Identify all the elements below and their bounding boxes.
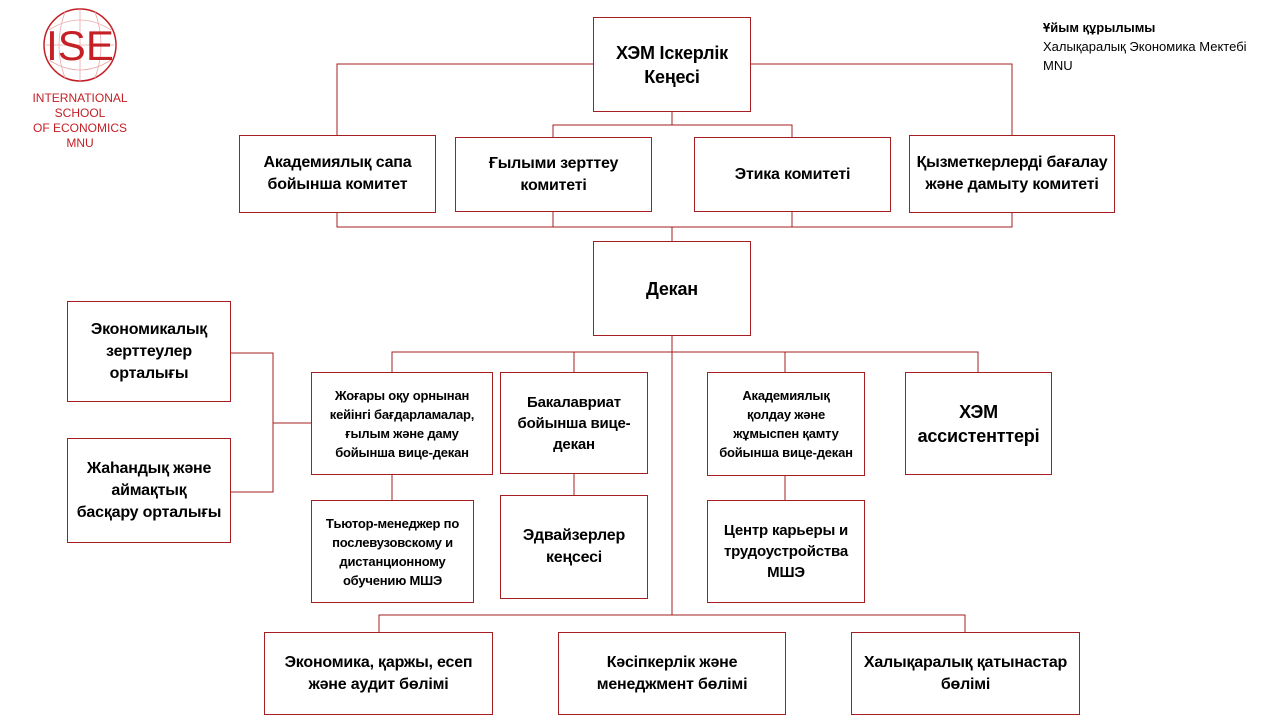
node-business-board: ХЭМ Іскерлік Кеңесі [593,17,751,112]
node-advisors-office: Эдвайзерлер кеңсесі [500,495,648,599]
node-center-economic-research: Экономикалық зерттеулер орталығы [67,301,231,402]
node-committee-academic-quality: Академиялық сапа бойынша комитет [239,135,436,213]
node-dept-economics-finance: Экономика, қаржы, есеп және аудит бөлімі [264,632,493,715]
node-center-global-governance: Жаһандық және аймақтық басқару орталығы [67,438,231,543]
logo-caption: INTERNATIONAL SCHOOL OF ECONOMICS MNU [32,91,128,150]
node-committee-ethics: Этика комитеті [694,137,891,212]
page-subtitle: Халықаралық Экономика Мектебі MNU [1043,39,1247,73]
node-assistants: ХЭМ ассистенттері [905,372,1052,475]
node-committee-staff-evaluation: Қызметкерлерді бағалау және дамыту комит… [909,135,1115,213]
logo-mark: ISE [46,22,114,69]
node-vice-dean-academic-support: Академиялық қолдау және жұмыспен қамту б… [707,372,865,476]
page-title: Ұйым құрылымы [1043,20,1156,35]
node-vice-dean-bachelor: Бакалавриат бойынша вице- декан [500,372,648,474]
node-committee-research: Ғылыми зерттеу комитеті [455,137,652,212]
node-dept-entrepreneurship: Кәсіпкерлік және менеджмент бөлімі [558,632,786,715]
node-tutor-manager: Тьютор-менеджер по послевузовскому и дис… [311,500,474,603]
page-header: Ұйым құрылымы Халықаралық Экономика Мект… [1043,19,1273,75]
node-career-center: Центр карьеры и трудоустройства МШЭ [707,500,865,603]
node-dept-international-relations: Халықаралық қатынастар бөлімі [851,632,1080,715]
node-vice-dean-postgrad: Жоғары оқу орнынан кейінгі бағдарламалар… [311,372,493,475]
node-dean: Декан [593,241,751,336]
ise-logo: ISE INTERNATIONAL SCHOOL OF ECONOMICS MN… [18,6,142,150]
ise-logo-emblem: ISE [43,8,117,82]
